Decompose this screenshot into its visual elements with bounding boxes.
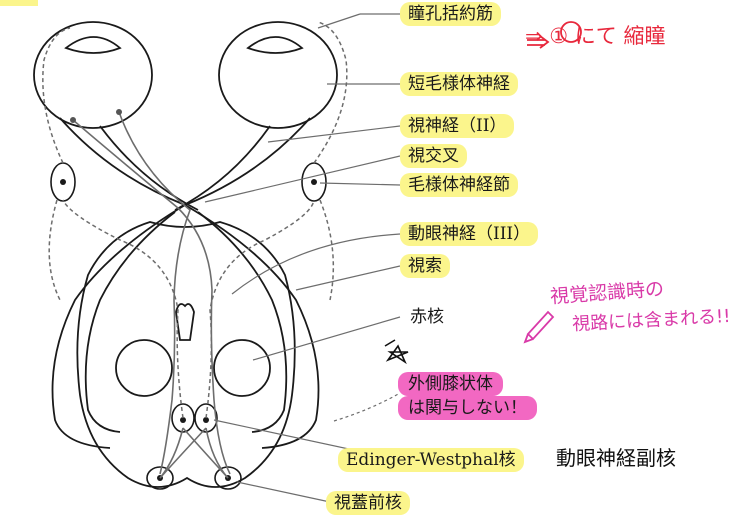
label-pretectal-nucleus: 視蓋前核 [326, 491, 410, 515]
optic-pathway-outline [51, 117, 320, 488]
note-accessory-nucleus: 動眼神経副核 [556, 446, 676, 470]
label-ciliary-ganglion: 毛様体神経節 [400, 173, 518, 197]
efferent-pathway [42, 21, 348, 419]
note-miosis: ⇒ ① にて 縮瞳 [525, 24, 666, 48]
label-edinger-westphal: Edinger-Westphal核 [338, 448, 524, 472]
label-lgb-line1: 外側膝状体 [398, 372, 503, 396]
label-oculomotor-nerve: 動眼神経（III） [400, 222, 539, 246]
label-optic-tract: 視索 [400, 254, 450, 278]
ciliary-ganglia [50, 162, 327, 202]
label-pupillary-sphincter: 瞳孔括約筋 [400, 2, 501, 26]
corner-highlight [0, 0, 38, 6]
star-doodle [384, 339, 409, 365]
lgb-dotted-leader [333, 392, 401, 422]
label-lgb-line2: は関与しない！ [398, 396, 537, 420]
label-red-nucleus: 赤核 [410, 307, 444, 327]
right-eye [218, 21, 338, 129]
label-optic-nerve: 視神経（II） [400, 114, 515, 138]
red-nucleus-shapes [115, 339, 271, 397]
left-eye [33, 21, 153, 129]
leader-lines [204, 13, 401, 503]
label-short-ciliary-nerve: 短毛様体神経 [400, 72, 518, 96]
label-optic-chiasm: 視交叉 [400, 144, 467, 168]
pen-icon [523, 310, 555, 344]
red-arrow [527, 21, 582, 49]
afferent-pathway [72, 111, 231, 479]
